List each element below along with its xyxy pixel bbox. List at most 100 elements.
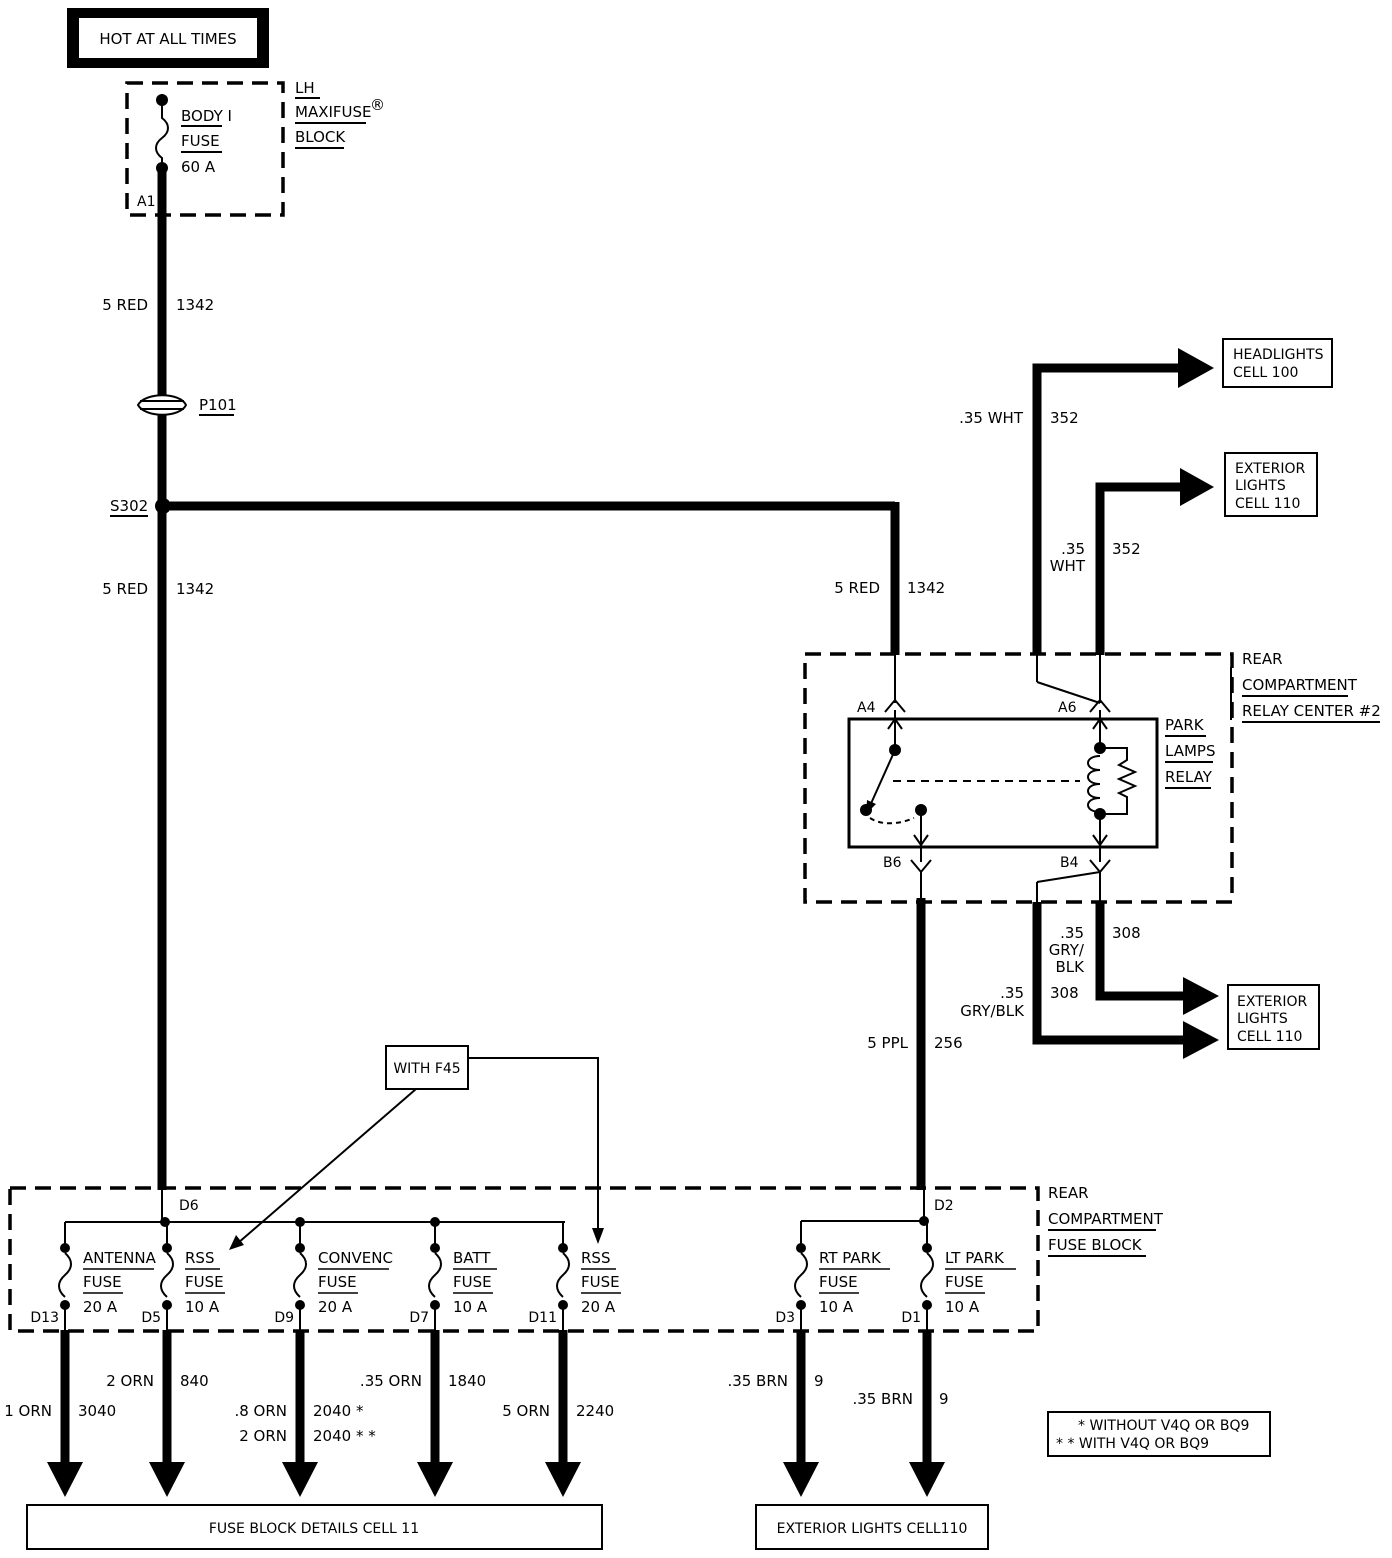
exterior-lights-cell-box-1 bbox=[1224, 452, 1318, 517]
body-fuse-label-2: FUSE bbox=[181, 132, 220, 150]
fuse-1-amps: 10 A bbox=[185, 1298, 220, 1316]
relay-center-label-2: COMPARTMENT bbox=[1242, 676, 1358, 694]
fuse-1-type: FUSE bbox=[185, 1273, 224, 1291]
relay-label-2: LAMPS bbox=[1165, 742, 1215, 760]
fuse-0-amps: 20 A bbox=[83, 1298, 118, 1316]
fuse-block-label-2: COMPARTMENT bbox=[1048, 1210, 1164, 1228]
wire-308-gauge-1b: GRY/ bbox=[1049, 941, 1085, 959]
wire-1342-num-1: 1342 bbox=[176, 296, 214, 314]
exterior-1-label-3: CELL 110 bbox=[1235, 496, 1300, 512]
wire-308-num-2: 308 bbox=[1050, 984, 1079, 1002]
exterior-lights-cell-box-2 bbox=[1227, 984, 1320, 1050]
wire-1342-gauge-2: 5 RED bbox=[102, 580, 148, 598]
headlights-label-2: CELL 100 bbox=[1233, 365, 1298, 381]
pin-b6: B6 bbox=[883, 855, 902, 871]
wire-352-num-2: 352 bbox=[1112, 540, 1141, 558]
relay-center-label-1: REAR bbox=[1242, 650, 1283, 668]
fuse-0-type: FUSE bbox=[83, 1273, 122, 1291]
exterior-1-label-1: EXTERIOR bbox=[1235, 461, 1305, 477]
pin-a4: A4 bbox=[857, 700, 876, 716]
fuse-5-name: RT PARK bbox=[819, 1249, 882, 1267]
exterior-lights-label: EXTERIOR LIGHTS CELL110 bbox=[777, 1521, 968, 1537]
pin-a6: A6 bbox=[1058, 700, 1077, 716]
wire-1342-gauge-3: 5 RED bbox=[834, 579, 880, 597]
fuse-block-outline bbox=[8, 1186, 1040, 1333]
legend-line-2: * * WITH V4Q OR BQ9 bbox=[1056, 1436, 1209, 1452]
with-f45-box bbox=[385, 1045, 469, 1090]
maxifuse-label-2: MAXIFUSE bbox=[295, 103, 372, 121]
maxifuse-label-1: LH bbox=[295, 79, 315, 97]
fuse-3-type: FUSE bbox=[453, 1273, 492, 1291]
relay-center-outline bbox=[803, 652, 1234, 904]
fuse-1-name: RSS bbox=[185, 1249, 214, 1267]
maxifuse-block-outline bbox=[125, 81, 285, 217]
fuse-3-pin: D7 bbox=[409, 1310, 429, 1326]
fuse-2-type: FUSE bbox=[318, 1273, 357, 1291]
wire-1342-gauge-1: 5 RED bbox=[102, 296, 148, 314]
out-9b-gauge: .35 BRN bbox=[852, 1390, 913, 1408]
fuse-4-type: FUSE bbox=[581, 1273, 620, 1291]
connector-p101-label: P101 bbox=[199, 396, 237, 414]
out-2040b-num: 2040 * * bbox=[313, 1427, 376, 1445]
pin-d6: D6 bbox=[179, 1198, 199, 1214]
pin-d2: D2 bbox=[934, 1198, 954, 1214]
exterior-2-label-1: EXTERIOR bbox=[1237, 994, 1307, 1010]
fuse-3-amps: 10 A bbox=[453, 1298, 488, 1316]
out-9b-num: 9 bbox=[939, 1390, 949, 1408]
relay-label-1: PARK bbox=[1165, 716, 1205, 734]
wire-308-gauge-1a: .35 bbox=[1060, 924, 1084, 942]
out-9a-num: 9 bbox=[814, 1372, 824, 1390]
fuse-5-amps: 10 A bbox=[819, 1298, 854, 1316]
hot-at-all-times-label: HOT AT ALL TIMES bbox=[99, 30, 236, 48]
legend-box bbox=[1047, 1411, 1271, 1457]
splice-s302-label: S302 bbox=[110, 497, 148, 515]
out-1840-gauge: .35 ORN bbox=[360, 1372, 422, 1390]
out-840-gauge: 2 ORN bbox=[106, 1372, 154, 1390]
park-lamps-relay-box bbox=[847, 717, 1159, 849]
out-2240-num: 2240 bbox=[576, 1402, 614, 1420]
out-1840-num: 1840 bbox=[448, 1372, 486, 1390]
relay-label-3: RELAY bbox=[1165, 768, 1213, 786]
fuse-6-name: LT PARK bbox=[945, 1249, 1005, 1267]
with-f45-label: WITH F45 bbox=[393, 1061, 460, 1077]
wire-256-gauge: 5 PPL bbox=[867, 1034, 908, 1052]
out-3040-num: 3040 bbox=[78, 1402, 116, 1420]
fuse-block-details-box bbox=[26, 1504, 603, 1550]
wire-1342-num-3: 1342 bbox=[907, 579, 945, 597]
fuse-0-name: ANTENNA bbox=[83, 1249, 157, 1267]
fuse-2-pin: D9 bbox=[274, 1310, 294, 1326]
maxifuse-label-3: BLOCK bbox=[295, 128, 346, 146]
exterior-1-label-2: LIGHTS bbox=[1235, 478, 1286, 494]
fuse-6-pin: D1 bbox=[901, 1310, 921, 1326]
exterior-2-label-2: LIGHTS bbox=[1237, 1011, 1288, 1027]
out-2040b-gauge: 2 ORN bbox=[239, 1427, 287, 1445]
wire-308-gauge-2a: .35 bbox=[1000, 984, 1024, 1002]
wire-308-gauge-1c: BLK bbox=[1056, 958, 1086, 976]
fuse-6-type: FUSE bbox=[945, 1273, 984, 1291]
pin-a1: A1 bbox=[137, 194, 155, 210]
headlights-cell-box bbox=[1222, 338, 1333, 388]
fuse-3-name: BATT bbox=[453, 1249, 491, 1267]
wire-352-gauge-1: .35 WHT bbox=[959, 409, 1024, 427]
connector-p101-symbol bbox=[136, 394, 188, 416]
splice-s302-dot bbox=[155, 498, 171, 514]
fuse-5-type: FUSE bbox=[819, 1273, 858, 1291]
fuse-4-name: RSS bbox=[581, 1249, 610, 1267]
legend-line-1: * WITHOUT V4Q OR BQ9 bbox=[1078, 1418, 1249, 1434]
registered-mark: ® bbox=[370, 96, 385, 114]
wire-352-gauge-2a: .35 bbox=[1061, 540, 1085, 558]
wire-256-num: 256 bbox=[934, 1034, 963, 1052]
fuse-2-amps: 20 A bbox=[318, 1298, 353, 1316]
out-3040-gauge: 1 ORN bbox=[4, 1402, 52, 1420]
out-840-num: 840 bbox=[180, 1372, 209, 1390]
exterior-lights-box bbox=[755, 1504, 989, 1550]
wire-308-gauge-2b: GRY/BLK bbox=[960, 1002, 1025, 1020]
fuse-5-pin: D3 bbox=[775, 1310, 795, 1326]
wire-352-num-1: 352 bbox=[1050, 409, 1079, 427]
fuse-2-name: CONVENC bbox=[318, 1249, 393, 1267]
wire-1342-num-2: 1342 bbox=[176, 580, 214, 598]
out-9a-gauge: .35 BRN bbox=[727, 1372, 788, 1390]
body-fuse-rating: 60 A bbox=[181, 158, 216, 176]
out-2040a-num: 2040 * bbox=[313, 1402, 364, 1420]
